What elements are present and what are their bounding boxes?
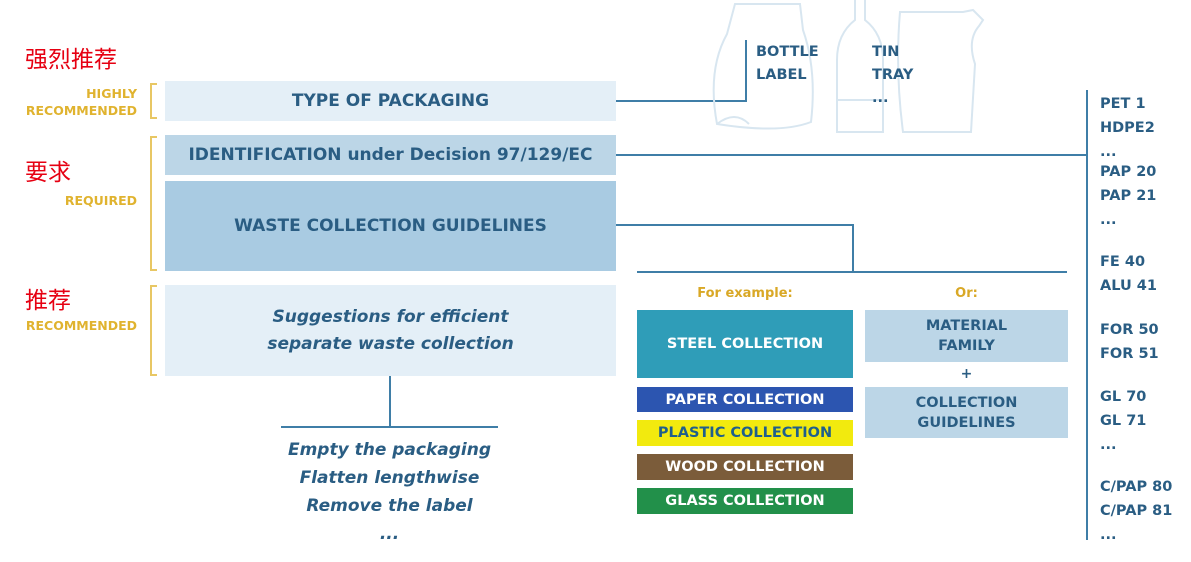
code-group-paper: PAP 20 PAP 21 ... <box>1100 160 1156 232</box>
waste-collection-guidelines-box: WASTE COLLECTION GUIDELINES <box>165 181 616 271</box>
codes-vertical-line <box>1086 90 1088 540</box>
material-family-line1: MATERIAL <box>925 318 1008 334</box>
highly-recommended-label: HIGHLY RECOMMENDED <box>0 85 137 119</box>
instructions-list: Empty the packaging Flatten lengthwise R… <box>281 436 498 548</box>
code-item: ... <box>1100 527 1117 543</box>
glass-collection-box: GLASS COLLECTION <box>637 488 853 514</box>
type-of-packaging-box: TYPE OF PACKAGING <box>165 81 616 121</box>
code-item: GL 71 <box>1100 413 1147 429</box>
highly-recommended-bracket <box>150 83 158 119</box>
required-bracket <box>150 136 158 271</box>
code-group-plastic: PET 1 HDPE2 ... <box>1100 92 1155 164</box>
instruction-item: ... <box>379 524 400 544</box>
code-item: ... <box>1100 212 1117 228</box>
code-item: PAP 20 <box>1100 164 1157 180</box>
collection-guidelines-line1: COLLECTION <box>915 394 1018 411</box>
code-item: ALU 41 <box>1100 278 1157 294</box>
pouch-icon <box>712 3 814 130</box>
code-item: C/PAP 80 <box>1100 479 1173 495</box>
instruction-item: Remove the label <box>306 496 473 516</box>
code-item: ... <box>1100 437 1117 453</box>
code-item: PET 1 <box>1100 96 1146 112</box>
highly-label-line2: RECOMMENDED <box>25 103 137 118</box>
code-item: HDPE2 <box>1100 120 1155 136</box>
packaging-example-ellipsis: ... <box>872 90 889 106</box>
code-group-composite: C/PAP 80 C/PAP 81 ... <box>1100 475 1172 547</box>
paper-collection-box: PAPER COLLECTION <box>637 387 853 412</box>
code-group-wood: FOR 50 FOR 51 <box>1100 318 1159 366</box>
identification-connector <box>616 154 1086 156</box>
for-example-label: For example: <box>697 286 793 301</box>
code-item: FE 40 <box>1100 254 1146 270</box>
packaging-example-bottle: BOTTLE <box>756 44 819 60</box>
code-item: FOR 51 <box>1100 346 1159 362</box>
highly-recommended-cn-label: 强烈推荐 <box>25 47 117 73</box>
wood-collection-box: WOOD COLLECTION <box>637 454 853 480</box>
instructions-top-line <box>281 426 498 428</box>
plus-sign: + <box>960 366 973 382</box>
packaging-illustrations <box>712 0 985 133</box>
suggestion-line-2: separate waste collection <box>267 333 514 354</box>
examples-top-line <box>637 271 1067 273</box>
plastic-collection-box: PLASTIC COLLECTION <box>637 420 853 446</box>
waste-connector-v <box>852 224 854 272</box>
code-item: ... <box>1100 144 1117 160</box>
recommended-cn-label: 推荐 <box>25 288 71 314</box>
packaging-examples-col1: BOTTLE LABEL <box>756 41 819 87</box>
recommended-label: RECOMMENDED <box>25 318 137 333</box>
recommended-bracket <box>150 285 158 376</box>
code-group-glass: GL 70 GL 71 ... <box>1100 385 1146 457</box>
packaging-connector-h <box>616 100 746 102</box>
or-label: Or: <box>955 286 978 301</box>
code-item: PAP 21 <box>1100 188 1157 204</box>
suggestion-connector-v <box>389 376 391 426</box>
spout-pouch-icon <box>897 8 985 133</box>
waste-connector-h <box>616 224 854 226</box>
code-item: C/PAP 81 <box>1100 503 1173 519</box>
highly-label-line1: HIGHLY <box>86 86 137 101</box>
packaging-example-tray: TRAY <box>872 67 914 83</box>
collection-guidelines-line2: GUIDELINES <box>917 414 1016 431</box>
instruction-item: Flatten lengthwise <box>299 468 480 488</box>
code-item: FOR 50 <box>1100 322 1159 338</box>
packaging-examples-col2: TIN TRAY ... <box>872 41 913 110</box>
suggestions-box: Suggestions for efficient separate waste… <box>165 285 616 376</box>
suggestion-line-1: Suggestions for efficient <box>272 306 509 327</box>
packaging-example-tin: TIN <box>872 44 900 60</box>
required-label: REQUIRED <box>64 193 137 208</box>
bottle-icon <box>836 0 884 133</box>
material-family-line2: FAMILY <box>938 338 995 354</box>
identification-box: IDENTIFICATION under Decision 97/129/EC <box>165 135 616 175</box>
material-family-box: MATERIAL FAMILY <box>865 310 1068 362</box>
required-cn-label: 要求 <box>25 160 71 186</box>
metal-collection-box: STEEL COLLECTION <box>637 310 853 378</box>
code-group-metal: FE 40 ALU 41 <box>1100 250 1157 298</box>
packaging-example-label: LABEL <box>756 67 807 83</box>
code-item: GL 70 <box>1100 389 1147 405</box>
collection-guidelines-box: COLLECTION GUIDELINES <box>865 387 1068 438</box>
instruction-item: Empty the packaging <box>287 440 492 460</box>
packaging-connector-v <box>745 40 747 102</box>
